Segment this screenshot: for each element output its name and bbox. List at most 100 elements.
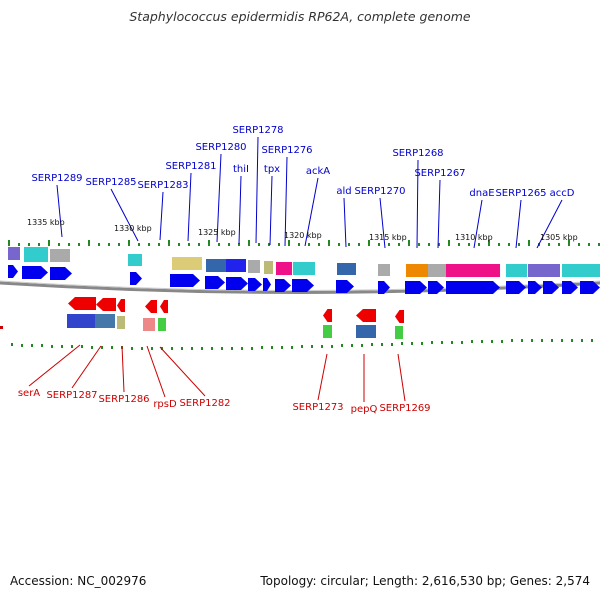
tick-mark	[358, 243, 360, 246]
cog-block	[446, 264, 500, 277]
forward-gene-arrow	[22, 266, 48, 279]
forward-gene-arrow	[405, 281, 427, 294]
cog-block	[276, 262, 292, 275]
forward-gene-arrow	[562, 281, 578, 294]
tick-mark	[481, 340, 483, 343]
forward-gene-arrow	[248, 278, 262, 291]
tick-mark	[81, 345, 83, 348]
forward-label-leader	[269, 175, 273, 246]
reverse-gene-label: SERP1287	[46, 390, 97, 401]
tick-mark	[378, 243, 380, 246]
reverse-gene-arrow	[68, 297, 96, 310]
tick-mark	[548, 243, 550, 246]
tick-mark	[408, 240, 410, 246]
tick-mark	[41, 344, 43, 347]
tick-mark	[11, 343, 13, 346]
tick-mark	[118, 243, 120, 246]
tick-mark	[168, 240, 170, 246]
tick-mark	[541, 339, 543, 342]
tick-mark	[371, 343, 373, 346]
forward-gene-arrow	[8, 265, 18, 278]
tick-mark	[51, 345, 53, 348]
scale-tick-label: 1305 kbp	[540, 233, 578, 242]
reverse-gene-arrow	[395, 310, 404, 323]
reverse-gene-arrow	[323, 309, 332, 322]
tick-mark	[318, 243, 320, 246]
forward-gene-label: SERP1276	[261, 145, 312, 156]
forward-gene-arrow	[506, 281, 526, 294]
cog-block	[293, 262, 315, 275]
forward-label-leader	[284, 156, 288, 247]
tick-mark	[291, 346, 293, 349]
tick-mark	[221, 347, 223, 350]
cog-block	[206, 259, 226, 272]
tick-mark	[558, 243, 560, 246]
forward-gene-arrow	[446, 281, 500, 294]
forward-gene-label: SERP1283	[137, 180, 188, 191]
forward-gene-label: SERP1267	[414, 168, 465, 179]
forward-gene-label: accD	[550, 188, 575, 199]
tick-mark	[298, 243, 300, 246]
tick-mark	[561, 339, 563, 342]
tick-mark	[461, 341, 463, 344]
tick-mark	[488, 240, 490, 246]
forward-label-leader	[238, 175, 242, 245]
tick-mark	[208, 240, 210, 246]
tick-mark	[138, 243, 140, 246]
tick-mark	[531, 339, 533, 342]
cog-block	[378, 264, 390, 276]
scale-tick-label: 1310 kbp	[455, 233, 493, 242]
forward-gene-arrow	[528, 281, 542, 294]
tick-mark	[341, 344, 343, 347]
forward-gene-arrow	[580, 281, 600, 294]
scale-tick-label: 1315 kbp	[369, 233, 407, 242]
tick-mark	[331, 345, 333, 348]
forward-gene-arrow	[226, 277, 248, 290]
scale-tick-label: 1325 kbp	[198, 228, 236, 237]
forward-label-leader	[216, 153, 222, 243]
tick-mark	[588, 243, 590, 246]
tick-mark	[91, 346, 93, 349]
reverse-gene-label: pepQ	[351, 404, 378, 415]
reverse-label-leader	[28, 344, 81, 387]
tick-mark	[451, 341, 453, 344]
tick-mark	[308, 243, 310, 246]
cog-block	[323, 325, 332, 338]
reverse-label-leader	[159, 346, 206, 397]
tick-mark	[468, 243, 470, 246]
reverse-gene-arrow	[96, 298, 116, 311]
tick-mark	[571, 339, 573, 342]
cog-block	[226, 259, 246, 272]
topology-info-text: Topology: circular; Length: 2,616,530 bp…	[260, 574, 590, 588]
tick-mark	[28, 243, 30, 246]
scale-tick-label: 1320 kbp	[284, 231, 322, 240]
scale-tick-label: 1335 kbp	[27, 218, 65, 227]
forward-label-leader	[304, 177, 319, 247]
tick-mark	[108, 243, 110, 246]
tick-mark	[18, 243, 20, 246]
forward-gene-arrow	[130, 272, 142, 285]
cog-block	[8, 247, 20, 260]
tick-mark	[288, 240, 290, 246]
tick-mark	[381, 343, 383, 346]
tick-mark	[188, 243, 190, 246]
forward-label-leader	[536, 199, 563, 249]
tick-mark	[61, 345, 63, 348]
cog-block	[356, 325, 376, 338]
tick-mark	[201, 347, 203, 350]
tick-mark	[398, 243, 400, 246]
cog-block	[128, 254, 142, 266]
reverse-gene-label: rpsD	[153, 399, 177, 410]
forward-label-leader	[343, 197, 347, 248]
forward-gene-arrow	[378, 281, 390, 294]
reverse-gene-label: SERP1286	[98, 394, 149, 405]
tick-mark	[88, 240, 90, 246]
tick-mark	[238, 243, 240, 246]
cog-block	[158, 318, 166, 331]
tick-mark	[218, 243, 220, 246]
tick-mark	[191, 347, 193, 350]
tick-mark	[8, 240, 10, 246]
tick-mark	[491, 340, 493, 343]
scale-tick-label: 1330 kbp	[114, 224, 152, 233]
forward-gene-arrow	[336, 280, 354, 293]
